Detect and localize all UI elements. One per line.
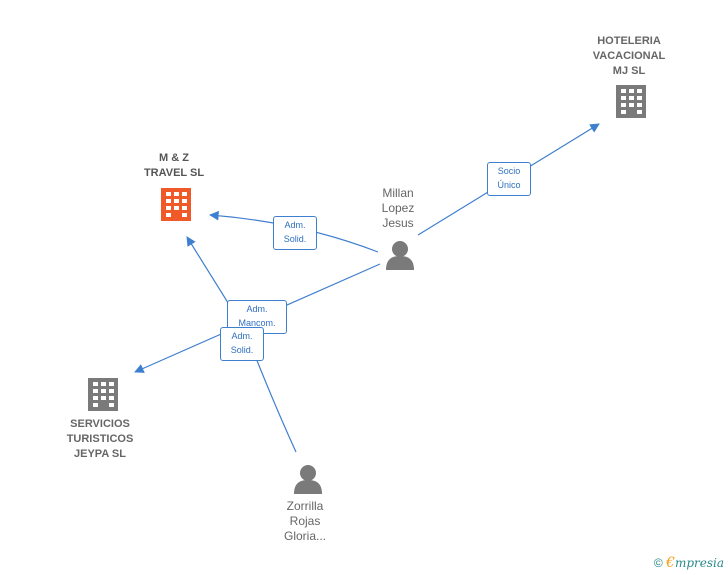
node-label-line: HOTELERIA	[597, 35, 661, 47]
building-icon	[616, 85, 646, 118]
node-label-line: Lopez	[381, 201, 415, 215]
node-label-line: VACACIONAL	[592, 50, 666, 62]
edge-label-line: Mancom.	[238, 318, 276, 328]
building-icon	[88, 378, 118, 411]
node-label-line: JEYPA SL	[74, 448, 126, 460]
node-label-line: MJ SL	[612, 65, 646, 77]
edge-label-line: Socio	[497, 166, 521, 176]
node-label-millan[interactable]: Millan Lopez Jesus	[363, 186, 433, 231]
person-icon	[294, 465, 322, 494]
edge-label-line: Adm.	[284, 220, 306, 230]
node-label-line: Millan	[382, 186, 414, 200]
node-label-line: TRAVEL SL	[143, 167, 205, 179]
node-label-hoteleria[interactable]: HOTELERIA VACACIONAL MJ SL	[578, 34, 680, 79]
edge-label-line: Solid.	[283, 234, 307, 244]
node-label-line: M & Z	[159, 152, 189, 164]
edge-label-line: Adm.	[246, 304, 268, 314]
node-label-zorrilla[interactable]: Zorrilla Rojas Gloria...	[270, 499, 340, 544]
edge-label-line: Adm.	[231, 331, 253, 341]
empresia-watermark: © €mpresia	[654, 555, 724, 571]
node-label-line: Gloria...	[283, 529, 326, 543]
building-icon	[161, 188, 191, 221]
edge-label-socio-unico[interactable]: Socio Único	[487, 162, 531, 196]
node-label-line: Zorrilla	[286, 499, 324, 513]
node-label-mz-travel[interactable]: M & Z TRAVEL SL	[123, 151, 225, 181]
copyright-symbol: ©	[653, 556, 663, 570]
node-label-line: Rojas	[289, 514, 321, 528]
node-label-servicios[interactable]: SERVICIOS TURISTICOS JEYPA SL	[48, 417, 152, 462]
edge-label-adm-solid-zorrilla[interactable]: Adm. Solid.	[220, 327, 264, 361]
brand-logo-mark: €	[666, 555, 675, 571]
edge-label-line: Solid.	[230, 345, 254, 355]
node-label-line: Jesus	[382, 216, 414, 230]
brand-name: mpresia	[674, 556, 724, 570]
node-label-line: SERVICIOS	[70, 418, 130, 430]
node-label-line: TURISTICOS	[66, 433, 134, 445]
edge-label-adm-solid[interactable]: Adm. Solid.	[273, 216, 317, 250]
edge-label-line: Único	[497, 180, 521, 190]
person-icon	[386, 241, 414, 270]
